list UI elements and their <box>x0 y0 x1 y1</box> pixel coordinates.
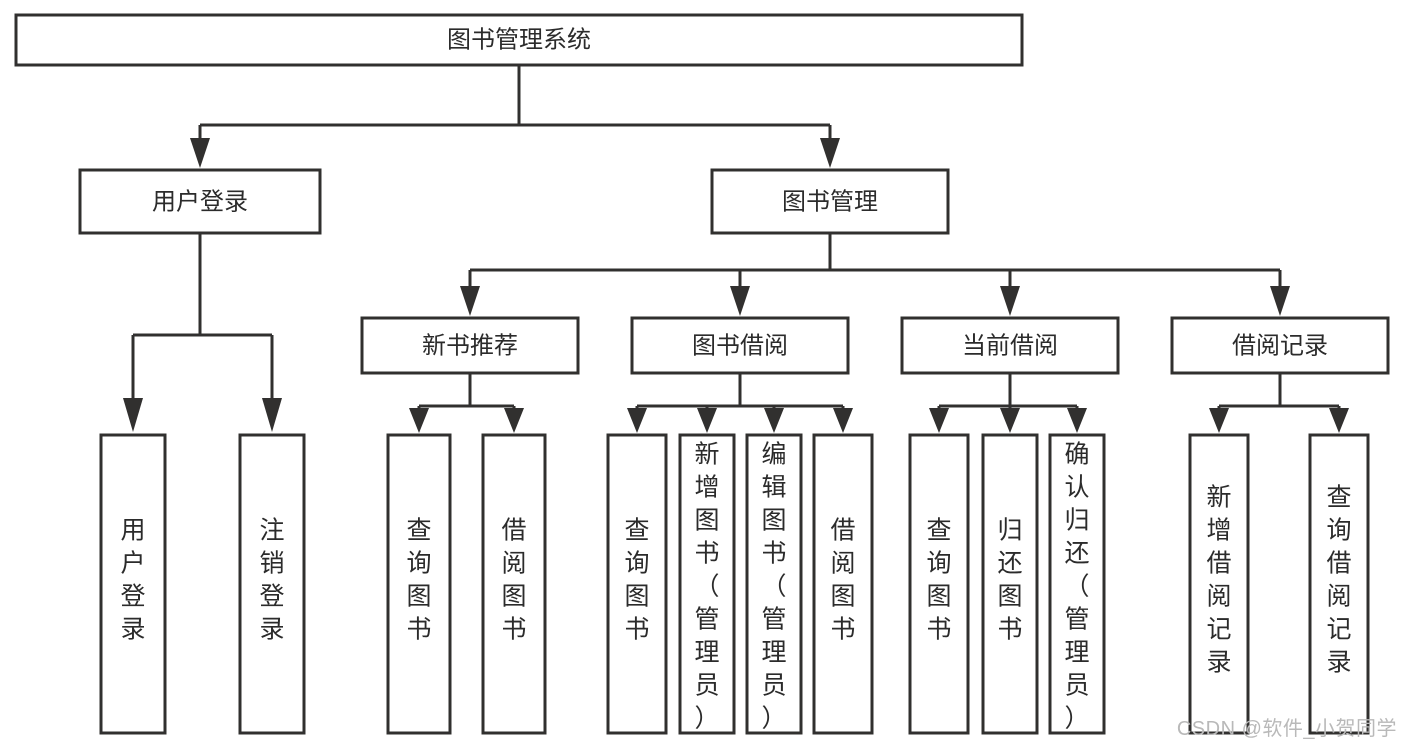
arrowhead-current-borrow <box>1000 286 1020 316</box>
leaf-query-book-1-box[interactable] <box>386 433 452 735</box>
book-management-box[interactable] <box>710 168 950 235</box>
leaf-user-login-label: 用户登录 <box>120 517 145 644</box>
arrowhead-leaf-borrow-book-1 <box>504 408 524 433</box>
node-current-borrow[interactable]: 当前借阅 <box>900 316 1120 375</box>
leaf-logout-login-box[interactable] <box>238 433 306 735</box>
arrowhead-borrow-record <box>1270 286 1290 316</box>
csdn-watermark: CSDN @软件_小贺同学 <box>1176 718 1397 740</box>
arrowhead-leaf-confirm-return <box>1067 408 1087 433</box>
arrowhead-leaf-user-login <box>123 398 143 432</box>
leaf-logout-login-label: 注销登录 <box>259 517 284 644</box>
leaf-borrow-book-2-box[interactable] <box>812 433 874 735</box>
new-book-recommend-box[interactable] <box>360 316 580 375</box>
arrowhead-leaf-query-record <box>1329 408 1349 433</box>
root-box[interactable] <box>14 13 1024 67</box>
arrowhead-leaf-query-book-3 <box>929 408 949 433</box>
root-label: 图书管理系统 <box>447 26 591 53</box>
new-book-recommend-label: 新书推荐 <box>422 332 518 359</box>
leaf-return-book-label: 归还图书 <box>997 517 1022 644</box>
book-borrow-label: 图书借阅 <box>692 332 788 359</box>
borrow-record-label: 借阅记录 <box>1232 332 1328 359</box>
node-book-borrow[interactable]: 图书借阅 <box>630 316 850 375</box>
leaf-query-record-box[interactable] <box>1308 433 1370 735</box>
book-borrow-box[interactable] <box>630 316 850 375</box>
arrowhead-leaf-query-book-1 <box>409 408 429 433</box>
arrowhead-leaf-logout-login <box>262 398 282 432</box>
leaf-borrow-book-1-label: 借阅图书 <box>501 517 526 644</box>
leaf-query-book-2-label: 查询图书 <box>624 517 649 644</box>
leaf-box-layer[interactable] <box>99 433 1370 735</box>
leaf-label-layer: 用户登录 注销登录 查询图书 借阅图书 查询图书 新增图书（管理员） 编辑图书（… <box>120 441 1351 733</box>
arrowhead-new-book-recommend <box>460 286 480 316</box>
node-borrow-record[interactable]: 借阅记录 <box>1170 316 1390 375</box>
arrowhead-leaf-edit-book <box>764 408 784 433</box>
leaf-add-record-label: 新增借阅记录 <box>1206 484 1231 677</box>
arrowhead-leaf-add-record <box>1209 408 1229 433</box>
leaf-add-record-box[interactable] <box>1188 433 1250 735</box>
book-management-label: 图书管理 <box>782 188 878 215</box>
leaf-query-book-1-label: 查询图书 <box>406 517 431 644</box>
arrowhead-book-borrow <box>730 286 750 316</box>
user-login-box[interactable] <box>78 168 322 235</box>
node-book-management[interactable]: 图书管理 <box>710 168 950 235</box>
node-root[interactable]: 图书管理系统 <box>14 13 1024 67</box>
current-borrow-label: 当前借阅 <box>962 332 1058 359</box>
leaf-add-book-box[interactable] <box>678 433 736 735</box>
arrowhead-leaf-add-book <box>697 408 717 433</box>
leaf-query-book-3-label: 查询图书 <box>926 517 951 644</box>
leaf-edit-book-box[interactable] <box>745 433 803 735</box>
arrowhead-leaf-query-book-2 <box>627 408 647 433</box>
current-borrow-box[interactable] <box>900 316 1120 375</box>
leaf-add-book-label: 新增图书（管理员） <box>694 441 719 733</box>
leaf-borrow-book-2-label: 借阅图书 <box>830 517 855 644</box>
borrow-record-box[interactable] <box>1170 316 1390 375</box>
leaf-query-book-2-box[interactable] <box>606 433 668 735</box>
leaf-return-book-box[interactable] <box>981 433 1039 735</box>
arrowhead-user-login <box>190 138 210 168</box>
leaf-confirm-return-label: 确认归还（管理员） <box>1064 441 1089 733</box>
arrowhead-leaf-borrow-book-2 <box>833 408 853 433</box>
leaf-confirm-return-box[interactable] <box>1048 433 1106 735</box>
leaf-user-login-box[interactable] <box>99 433 167 735</box>
node-new-book-recommend[interactable]: 新书推荐 <box>360 316 580 375</box>
user-login-label: 用户登录 <box>152 188 248 215</box>
arrowhead-leaf-return-book <box>1000 408 1020 433</box>
leaf-query-book-3-box[interactable] <box>908 433 970 735</box>
leaf-query-record-label: 查询借阅记录 <box>1326 484 1351 677</box>
connector-layer <box>123 65 1349 433</box>
leaf-borrow-book-1-box[interactable] <box>481 433 547 735</box>
node-user-login[interactable]: 用户登录 <box>78 168 322 235</box>
leaf-edit-book-label: 编辑图书（管理员） <box>761 441 786 733</box>
arrowhead-book-management <box>820 138 840 168</box>
